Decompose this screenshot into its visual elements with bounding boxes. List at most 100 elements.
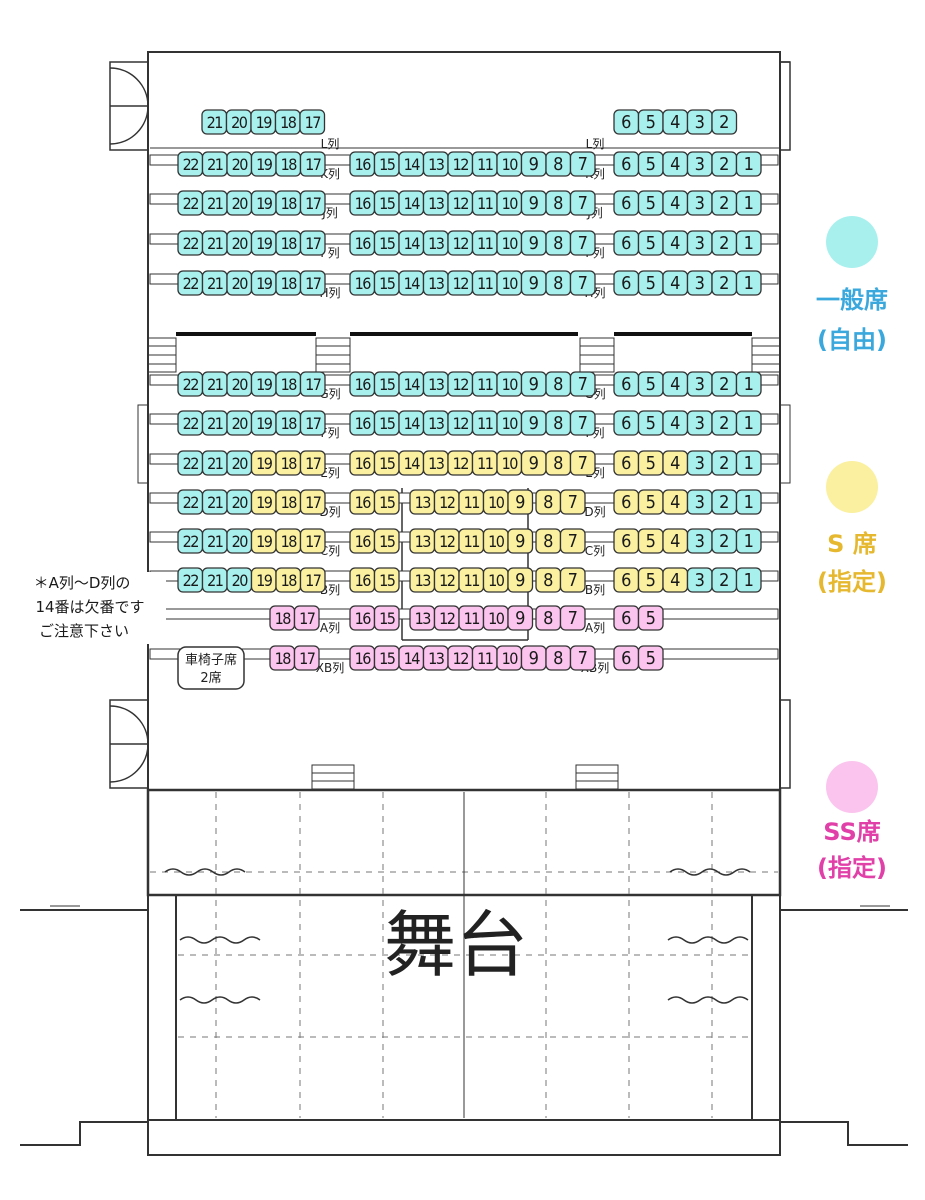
seat-I-17[interactable]: 17 bbox=[299, 230, 326, 256]
seat-D-3[interactable]: 3 bbox=[686, 489, 713, 515]
seat-B-22[interactable]: 22 bbox=[177, 567, 204, 593]
seat-H-18[interactable]: 18 bbox=[275, 270, 302, 296]
seat-F-7[interactable]: 7 bbox=[569, 410, 596, 436]
seat-B-7[interactable]: 7 bbox=[559, 567, 586, 593]
seat-A-5[interactable]: 5 bbox=[637, 605, 664, 631]
seat-H-15[interactable]: 15 bbox=[373, 270, 400, 296]
seat-F-16[interactable]: 16 bbox=[349, 410, 376, 436]
seat-J-18[interactable]: 18 bbox=[275, 190, 302, 216]
seat-H-9[interactable]: 9 bbox=[520, 270, 547, 296]
seat-B-9[interactable]: 9 bbox=[507, 567, 534, 593]
seat-G-14[interactable]: 14 bbox=[398, 371, 425, 397]
seat-J-11[interactable]: 11 bbox=[471, 190, 498, 216]
seat-H-3[interactable]: 3 bbox=[686, 270, 713, 296]
seat-E-1[interactable]: 1 bbox=[735, 450, 762, 476]
seat-F-3[interactable]: 3 bbox=[686, 410, 713, 436]
seat-L-6[interactable]: 6 bbox=[613, 109, 640, 135]
seat-H-21[interactable]: 21 bbox=[201, 270, 228, 296]
seat-H-7[interactable]: 7 bbox=[569, 270, 596, 296]
seat-F-20[interactable]: 20 bbox=[226, 410, 253, 436]
seat-G-20[interactable]: 20 bbox=[226, 371, 253, 397]
seat-B-6[interactable]: 6 bbox=[613, 567, 640, 593]
seat-C-21[interactable]: 21 bbox=[201, 528, 228, 554]
seat-H-17[interactable]: 17 bbox=[299, 270, 326, 296]
seat-G-12[interactable]: 12 bbox=[447, 371, 474, 397]
seat-E-16[interactable]: 16 bbox=[349, 450, 376, 476]
seat-F-9[interactable]: 9 bbox=[520, 410, 547, 436]
seat-A-7[interactable]: 7 bbox=[559, 605, 586, 631]
seat-C-2[interactable]: 2 bbox=[711, 528, 738, 554]
seat-K-7[interactable]: 7 bbox=[569, 151, 596, 177]
seat-XB-12[interactable]: 12 bbox=[447, 645, 474, 671]
seat-XB-15[interactable]: 15 bbox=[373, 645, 400, 671]
seat-G-15[interactable]: 15 bbox=[373, 371, 400, 397]
seat-D-9[interactable]: 9 bbox=[507, 489, 534, 515]
seat-B-3[interactable]: 3 bbox=[686, 567, 713, 593]
seat-I-2[interactable]: 2 bbox=[711, 230, 738, 256]
seat-L-19[interactable]: 19 bbox=[250, 109, 277, 135]
seat-H-1[interactable]: 1 bbox=[735, 270, 762, 296]
seat-J-19[interactable]: 19 bbox=[250, 190, 277, 216]
seat-I-18[interactable]: 18 bbox=[275, 230, 302, 256]
seat-XB-14[interactable]: 14 bbox=[398, 645, 425, 671]
seat-H-22[interactable]: 22 bbox=[177, 270, 204, 296]
seat-K-3[interactable]: 3 bbox=[686, 151, 713, 177]
seat-A-11[interactable]: 11 bbox=[458, 605, 485, 631]
seat-I-8[interactable]: 8 bbox=[545, 230, 572, 256]
seat-B-16[interactable]: 16 bbox=[349, 567, 376, 593]
seat-I-14[interactable]: 14 bbox=[398, 230, 425, 256]
seat-A-16[interactable]: 16 bbox=[349, 605, 376, 631]
seat-K-22[interactable]: 22 bbox=[177, 151, 204, 177]
seat-H-16[interactable]: 16 bbox=[349, 270, 376, 296]
seat-C-3[interactable]: 3 bbox=[686, 528, 713, 554]
seat-J-2[interactable]: 2 bbox=[711, 190, 738, 216]
seat-H-19[interactable]: 19 bbox=[250, 270, 277, 296]
seat-A-12[interactable]: 12 bbox=[433, 605, 460, 631]
seat-B-4[interactable]: 4 bbox=[662, 567, 689, 593]
seat-B-12[interactable]: 12 bbox=[433, 567, 460, 593]
seat-L-5[interactable]: 5 bbox=[637, 109, 664, 135]
seat-D-15[interactable]: 15 bbox=[373, 489, 400, 515]
seat-F-12[interactable]: 12 bbox=[447, 410, 474, 436]
seat-D-7[interactable]: 7 bbox=[559, 489, 586, 515]
seat-C-10[interactable]: 10 bbox=[482, 528, 509, 554]
seat-J-16[interactable]: 16 bbox=[349, 190, 376, 216]
seat-K-15[interactable]: 15 bbox=[373, 151, 400, 177]
seat-XB-17[interactable]: 17 bbox=[293, 645, 320, 671]
seat-G-8[interactable]: 8 bbox=[545, 371, 572, 397]
seat-J-9[interactable]: 9 bbox=[520, 190, 547, 216]
seat-I-21[interactable]: 21 bbox=[201, 230, 228, 256]
seat-A-6[interactable]: 6 bbox=[613, 605, 640, 631]
seat-D-12[interactable]: 12 bbox=[433, 489, 460, 515]
seat-B-8[interactable]: 8 bbox=[535, 567, 562, 593]
seat-L-20[interactable]: 20 bbox=[225, 109, 252, 135]
seat-H-2[interactable]: 2 bbox=[711, 270, 738, 296]
seat-H-6[interactable]: 6 bbox=[613, 270, 640, 296]
seat-I-5[interactable]: 5 bbox=[637, 230, 664, 256]
seat-K-6[interactable]: 6 bbox=[613, 151, 640, 177]
seat-J-13[interactable]: 13 bbox=[422, 190, 449, 216]
seat-E-7[interactable]: 7 bbox=[569, 450, 596, 476]
seat-F-8[interactable]: 8 bbox=[545, 410, 572, 436]
seat-XB-7[interactable]: 7 bbox=[569, 645, 596, 671]
seat-XB-6[interactable]: 6 bbox=[613, 645, 640, 671]
seat-K-20[interactable]: 20 bbox=[226, 151, 253, 177]
seat-C-20[interactable]: 20 bbox=[226, 528, 253, 554]
seat-C-18[interactable]: 18 bbox=[275, 528, 302, 554]
seat-D-16[interactable]: 16 bbox=[349, 489, 376, 515]
seat-D-5[interactable]: 5 bbox=[637, 489, 664, 515]
seat-E-6[interactable]: 6 bbox=[613, 450, 640, 476]
seat-F-5[interactable]: 5 bbox=[637, 410, 664, 436]
seat-D-2[interactable]: 2 bbox=[711, 489, 738, 515]
seat-I-19[interactable]: 19 bbox=[250, 230, 277, 256]
seat-J-6[interactable]: 6 bbox=[613, 190, 640, 216]
seat-E-5[interactable]: 5 bbox=[637, 450, 664, 476]
seat-C-19[interactable]: 19 bbox=[250, 528, 277, 554]
seat-I-1[interactable]: 1 bbox=[735, 230, 762, 256]
seat-XB-16[interactable]: 16 bbox=[349, 645, 376, 671]
seat-F-17[interactable]: 17 bbox=[299, 410, 326, 436]
seat-I-9[interactable]: 9 bbox=[520, 230, 547, 256]
seat-L-4[interactable]: 4 bbox=[662, 109, 689, 135]
seat-L-3[interactable]: 3 bbox=[686, 109, 713, 135]
seat-A-18[interactable]: 18 bbox=[269, 605, 296, 631]
